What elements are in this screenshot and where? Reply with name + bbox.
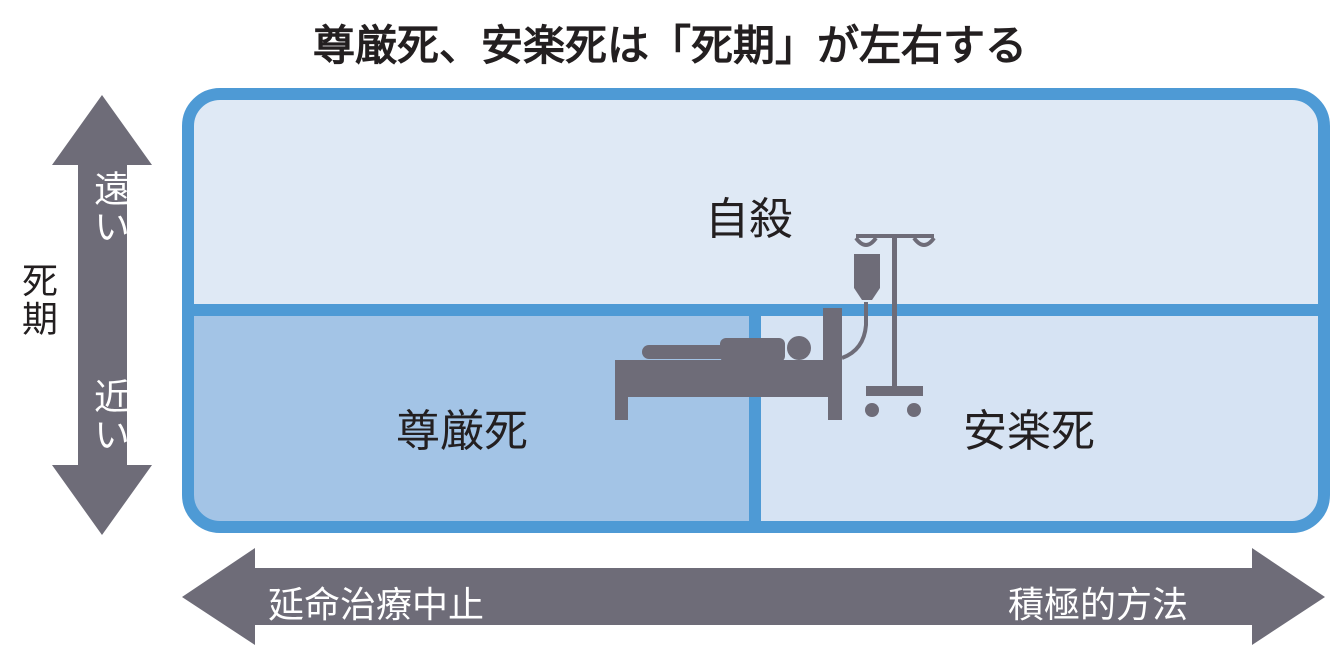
region-fill-songenshi [188,310,755,527]
axis-end-near: 近い [88,378,129,454]
region-fill-anrakushi [755,310,1324,527]
box-border [182,88,1330,533]
hospital-bed-icon [615,308,842,420]
page-title: 尊厳死、安楽死は「死期」が左右する [312,21,1027,70]
quadrant-box [182,88,1330,533]
iv-drip-icon [841,234,936,417]
axis-end-far: 遠い [88,170,129,246]
region-label-suicide: 自殺 [705,194,793,245]
region-label-anrakushi: 安楽死 [963,406,1095,457]
region-label-songenshi: 尊厳死 [396,406,528,457]
patient-icon [642,345,732,359]
vertical-double-arrow [52,95,152,535]
axis-label-shiki: 死期 [16,262,57,338]
axis-end-active-method: 積極的方法 [1008,585,1189,626]
horizontal-double-arrow [182,548,1325,645]
axis-end-life-support-withdrawal: 延命治療中止 [268,585,485,626]
